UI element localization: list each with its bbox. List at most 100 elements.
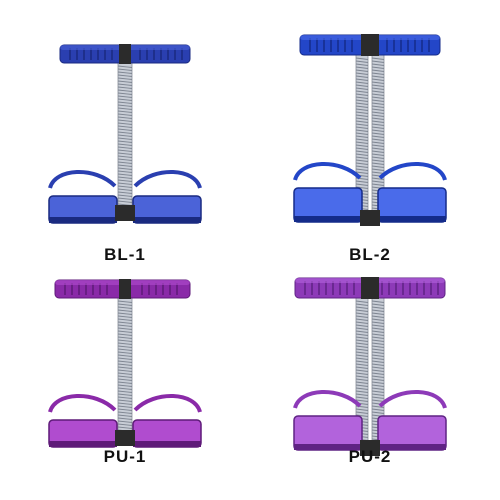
spring-ring: [371, 144, 385, 147]
spring-ring: [371, 399, 385, 402]
spring-ring: [371, 336, 385, 339]
spring-ring: [371, 318, 385, 321]
spring-ring: [355, 357, 369, 360]
spring-ring: [371, 138, 385, 141]
spring-ring: [117, 131, 133, 134]
spring-ring: [371, 126, 385, 129]
product-label: BL-2: [349, 245, 391, 264]
spring-ring: [355, 318, 369, 321]
spring-ring: [117, 101, 133, 104]
product-pu-2: PU-2: [245, 240, 495, 490]
bl-1-image: [48, 44, 202, 224]
spring-ring: [371, 111, 385, 114]
spring-ring: [117, 167, 133, 170]
spring-ring: [371, 339, 385, 342]
spring-ring: [355, 135, 369, 138]
product-bl-2: BL-2: [245, 0, 495, 264]
spring-ring: [355, 90, 369, 93]
spring-ring: [355, 165, 369, 168]
spring-ring: [355, 63, 369, 66]
spring-ring: [355, 378, 369, 381]
spring-ring: [117, 80, 133, 83]
spring-ring: [355, 126, 369, 129]
left-pedal-edge: [294, 444, 362, 450]
spring-ring: [117, 176, 133, 179]
right-pedal-edge: [378, 216, 446, 222]
spring-ring: [355, 60, 369, 63]
left-foot-loop: [48, 170, 117, 189]
spring-ring: [355, 369, 369, 372]
pu-2-image: [293, 277, 447, 456]
spring-ring: [355, 333, 369, 336]
spring-ring: [355, 324, 369, 327]
spring-ring: [117, 396, 133, 399]
top-clamp: [119, 44, 131, 64]
product-label: PU-2: [348, 447, 392, 466]
spring-ring: [117, 381, 133, 384]
spring-ring: [117, 387, 133, 390]
spring-ring: [371, 330, 385, 333]
spring-ring: [117, 152, 133, 155]
spring-ring: [355, 159, 369, 162]
spring-ring: [371, 348, 385, 351]
spring-ring: [371, 153, 385, 156]
spring-ring: [371, 411, 385, 414]
spring-ring: [355, 354, 369, 357]
spring-ring: [371, 72, 385, 75]
spring-ring: [371, 327, 385, 330]
spring-ring: [355, 111, 369, 114]
spring-ring: [371, 369, 385, 372]
spring-ring: [371, 165, 385, 168]
spring-ring: [117, 402, 133, 405]
spring-ring: [117, 68, 133, 71]
spring-ring: [117, 300, 133, 303]
spring-ring: [355, 183, 369, 186]
spring-ring: [371, 300, 385, 303]
spring-ring: [355, 141, 369, 144]
spring-ring: [355, 342, 369, 345]
left-pedal-edge: [49, 441, 117, 447]
spring-ring: [355, 330, 369, 333]
spring-ring: [371, 87, 385, 90]
top-clamp: [361, 34, 379, 56]
spring-ring: [355, 150, 369, 153]
pu-1-image: [48, 279, 202, 448]
spring-ring: [371, 372, 385, 375]
spring-ring: [117, 89, 133, 92]
spring-ring: [117, 158, 133, 161]
spring-ring: [371, 84, 385, 87]
spring-ring: [355, 117, 369, 120]
spring-ring: [355, 69, 369, 72]
spring-ring: [355, 396, 369, 399]
spring-ring: [371, 66, 385, 69]
spring-ring: [371, 405, 385, 408]
spring-ring: [117, 378, 133, 381]
spring-ring: [371, 180, 385, 183]
spring-ring: [117, 348, 133, 351]
bottom-clamp: [115, 430, 135, 446]
spring-ring: [371, 171, 385, 174]
spring-ring: [371, 63, 385, 66]
spring-ring: [371, 99, 385, 102]
spring-ring: [371, 159, 385, 162]
left-foot-loop: [293, 390, 362, 409]
spring-ring: [117, 146, 133, 149]
spring-ring: [371, 390, 385, 393]
spring-ring: [355, 144, 369, 147]
spring-ring: [117, 399, 133, 402]
spring-ring: [371, 321, 385, 324]
spring-ring: [355, 156, 369, 159]
spring-ring: [355, 75, 369, 78]
spring-ring: [117, 357, 133, 360]
spring-ring: [371, 69, 385, 72]
spring-ring: [117, 393, 133, 396]
spring-ring: [355, 57, 369, 60]
spring-ring: [117, 182, 133, 185]
spring-ring: [371, 351, 385, 354]
spring-ring: [117, 423, 133, 426]
product-pu-1: PU-1: [0, 240, 250, 490]
spring-ring: [355, 132, 369, 135]
spring-ring: [355, 363, 369, 366]
spring-ring: [117, 164, 133, 167]
spring-ring: [117, 309, 133, 312]
